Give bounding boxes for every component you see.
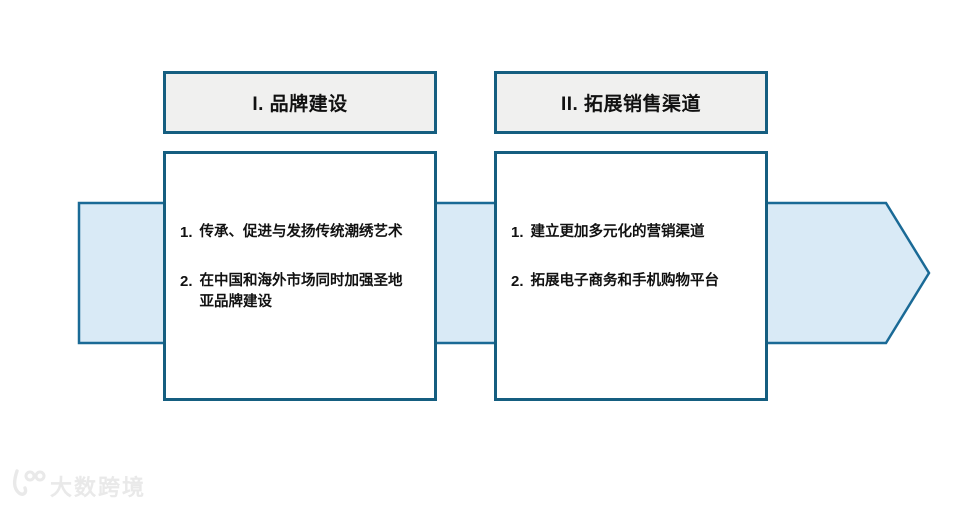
stage-1-content-box: 1. 传承、促进与发扬传统潮绣艺术 2. 在中国和海外市场同时加强圣地亚品牌建设 (163, 151, 437, 401)
list-item: 1. 传承、促进与发扬传统潮绣艺术 (180, 222, 426, 243)
list-item: 1. 建立更加多元化的营销渠道 (511, 222, 757, 243)
stage-1-header-box: I. 品牌建设 (163, 71, 437, 134)
stage-2-header-box: II. 拓展销售渠道 (494, 71, 768, 134)
list-item-text: 拓展电子商务和手机购物平台 (530, 273, 720, 289)
stage-1-column: I. 品牌建设 1. 传承、促进与发扬传统潮绣艺术 2. 在中国和海外市场同时加… (163, 71, 437, 401)
list-item-number: 1. (511, 224, 524, 241)
list-item: 2. 在中国和海外市场同时加强圣地亚品牌建设 (180, 271, 426, 312)
list-item-text: 在中国和海外市场同时加强圣地亚品牌建设 (199, 273, 403, 310)
stage-1-title: I. 品牌建设 (252, 94, 348, 115)
list-item-number: 1. (180, 224, 193, 241)
stage-2-content-box: 1. 建立更加多元化的营销渠道 2. 拓展电子商务和手机购物平台 (494, 151, 768, 401)
list-item: 2. 拓展电子商务和手机购物平台 (511, 271, 757, 292)
list-item-number: 2. (180, 273, 193, 290)
stage-2-column: II. 拓展销售渠道 1. 建立更加多元化的营销渠道 2. 拓展电子商务和手机购… (494, 71, 768, 401)
list-item-text: 建立更加多元化的营销渠道 (530, 224, 705, 240)
list-item-text: 传承、促进与发扬传统潮绣艺术 (199, 224, 403, 240)
stage-2-title: II. 拓展销售渠道 (560, 94, 702, 115)
list-item-number: 2. (511, 273, 524, 290)
